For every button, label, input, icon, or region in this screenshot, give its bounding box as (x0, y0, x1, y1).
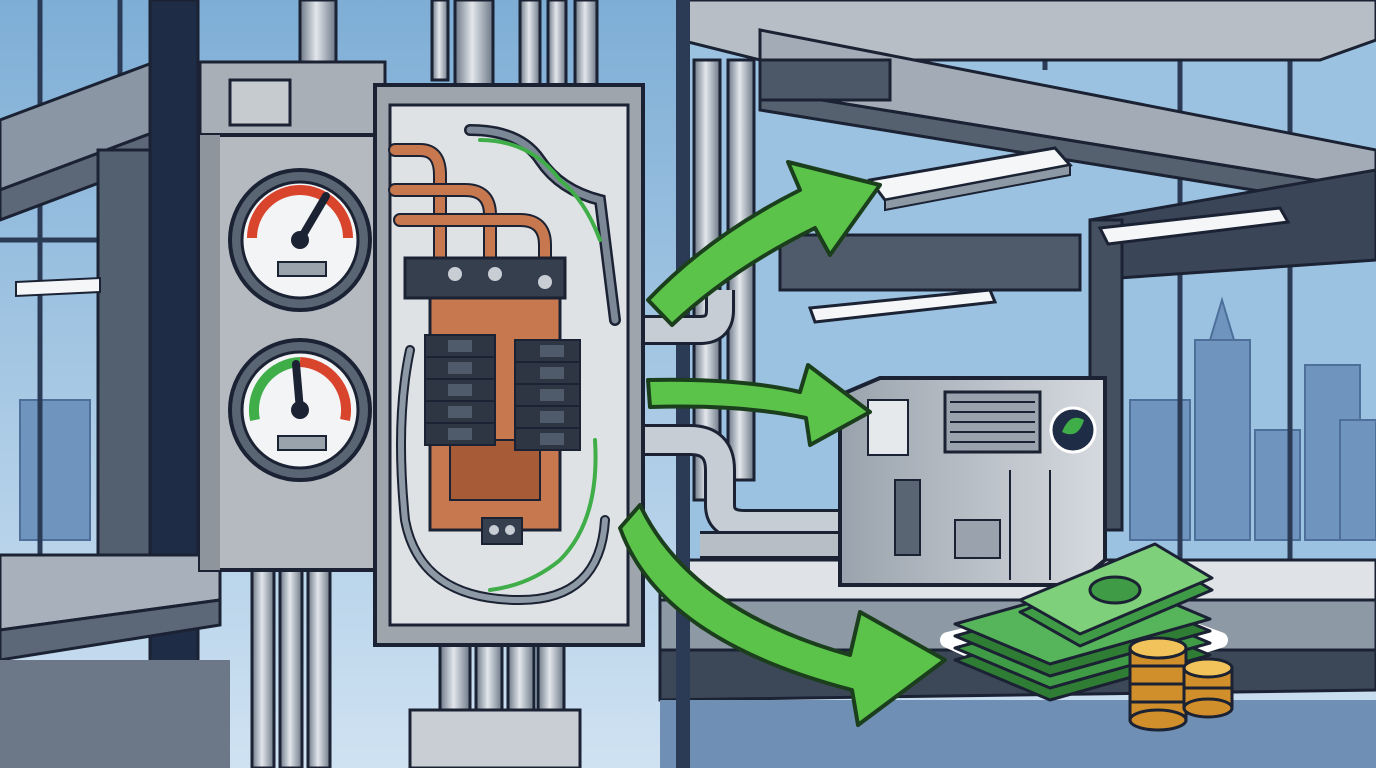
energy-flow-arrows (618, 160, 947, 727)
coin-stack-icon (1128, 636, 1234, 732)
arrow-to-money (618, 503, 947, 727)
copper-wiring (388, 124, 621, 606)
meter-housing (198, 60, 392, 572)
hvac-unit (838, 376, 1107, 587)
normal-usage-gauge (228, 338, 372, 482)
ceiling-lights (15, 146, 1291, 324)
breaker-panel (373, 83, 645, 647)
arrow-to-hvac (646, 363, 872, 447)
arrow-to-lights (646, 160, 882, 327)
conduit-pipes (250, 0, 860, 768)
money-stack-icon (940, 542, 1228, 702)
high-usage-gauge (228, 168, 372, 312)
city-skyline (19, 296, 1376, 541)
